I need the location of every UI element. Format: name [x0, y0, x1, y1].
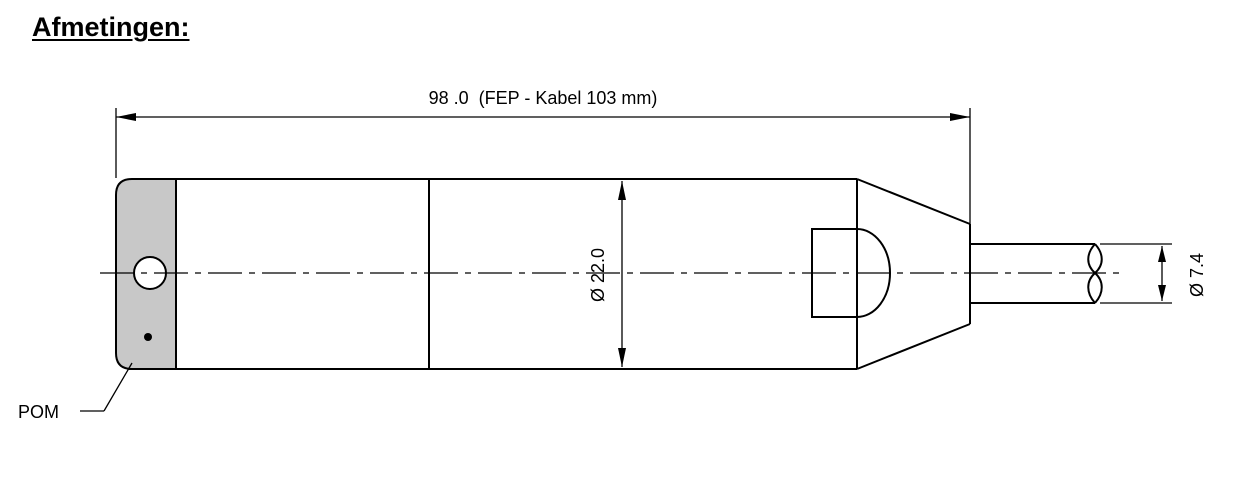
- cable-diameter-label: Ø 7.4: [1187, 253, 1207, 297]
- body-diameter-dimension: [618, 181, 626, 367]
- tapered-nose: [856, 178, 971, 370]
- sensor-body: [176, 178, 858, 370]
- cable-gland: [811, 228, 891, 318]
- body-diameter-label: Ø 22.0: [588, 248, 608, 302]
- length-dimension: [115, 108, 971, 224]
- cable-diameter-dimension: [1100, 243, 1172, 304]
- arrowhead-left: [116, 113, 136, 121]
- pom-leader-line: [80, 362, 133, 412]
- pom-callout-label: POM: [18, 402, 59, 422]
- length-label: 98 .0 (FEP - Kabel 103 mm): [429, 88, 658, 108]
- cap-vent-dot: [144, 333, 152, 341]
- arrowhead-right: [950, 113, 970, 121]
- page-title: Afmetingen:: [32, 12, 190, 42]
